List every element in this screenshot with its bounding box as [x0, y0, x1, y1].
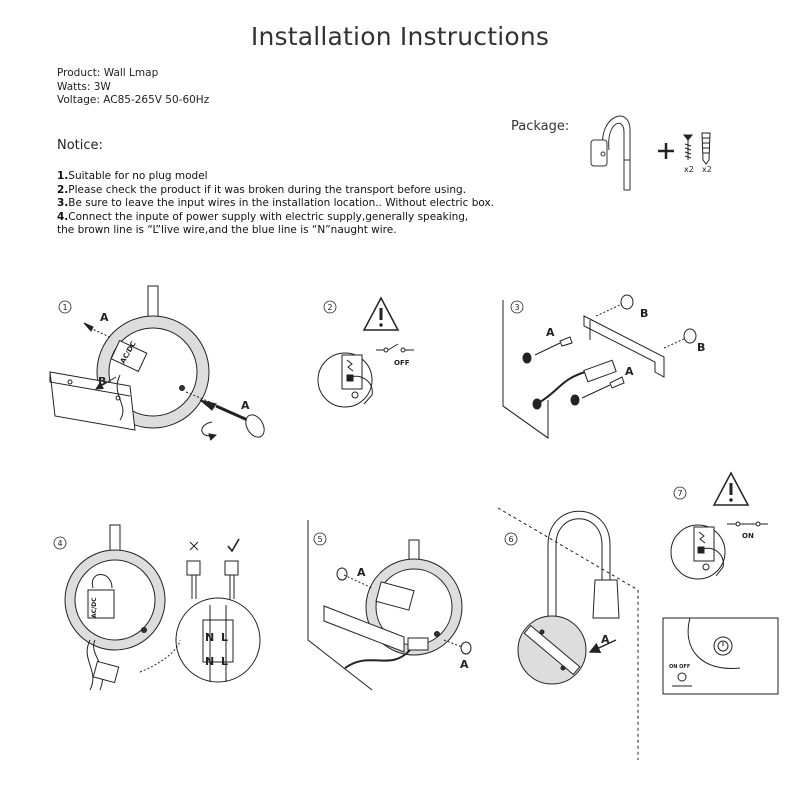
- notice-item: 3.Be sure to leave the input wires in th…: [57, 197, 495, 209]
- package-label: Package:: [511, 119, 570, 134]
- step-6-number: 6: [509, 535, 514, 544]
- page-title: Installation Instructions: [250, 22, 550, 51]
- step-6-label-a: A: [601, 633, 610, 646]
- wall-plug-icon: [701, 132, 711, 165]
- notice-item: 2.Please check the product if it was bro…: [57, 183, 467, 196]
- step-4-number: 4: [58, 539, 63, 548]
- screw-qty: x2: [684, 165, 694, 174]
- step-5-label-a2: A: [460, 658, 469, 671]
- step-3-diagram: 3 A B B A: [502, 294, 705, 439]
- step-4-label-n2: N: [205, 655, 214, 668]
- step-3-label-b2: B: [697, 341, 705, 354]
- step-7-on-label: ON: [742, 532, 754, 540]
- step-1-diagram: 1 AC/DC A B A: [49, 285, 265, 441]
- spec-voltage: Voltage: AC85-265V 50-60Hz: [57, 94, 210, 106]
- notice-item: the brown line is “L”live wire,and the b…: [57, 224, 397, 236]
- step-1-label-b: B: [98, 375, 106, 388]
- wrong-mark-icon: [189, 541, 199, 551]
- plug-qty: x2: [702, 165, 712, 174]
- step-7-on-off-label: ON OFF: [669, 664, 690, 670]
- step-5-label-a1: A: [357, 566, 366, 579]
- spec-product: Product: Wall Lmap: [57, 67, 159, 79]
- spec-watts: Watts: 3W: [57, 80, 111, 93]
- product-specs: Product: Wall Lmap Watts: 3W Voltage: AC…: [57, 67, 209, 108]
- step-1-label-a1: A: [100, 311, 109, 324]
- step-3-number: 3: [515, 303, 520, 312]
- step-2-off-label: OFF: [394, 359, 410, 367]
- step-3-label-b1: B: [640, 307, 648, 320]
- screw-icon: [682, 134, 694, 160]
- step-7-diagram: 7 ON ON OFF: [662, 471, 779, 695]
- check-mark-icon: [227, 538, 240, 553]
- warning-icon: [712, 471, 750, 506]
- package-lamp-icon: [590, 115, 631, 191]
- step-6-diagram: 6 A: [497, 507, 639, 760]
- step-5-diagram: 5 A A: [307, 520, 472, 691]
- notice-item: 1.Suitable for no plug model: [57, 170, 208, 182]
- step-4-acdc-label: AC/DC: [91, 597, 98, 618]
- notice-item: 4.Connect the inpute of power supply wit…: [57, 210, 469, 223]
- step-5-number: 5: [318, 535, 323, 544]
- notice-heading: Notice:: [57, 138, 103, 153]
- step-4-label-n1: N: [205, 631, 214, 644]
- step-1-label-a2: A: [241, 399, 250, 412]
- step-3-label-a2: A: [625, 365, 634, 378]
- step-4-diagram: 4 AC/DC: [53, 524, 261, 691]
- warning-icon: [362, 296, 400, 331]
- step-2-number: 2: [328, 303, 333, 312]
- step-3-label-a1: A: [546, 326, 555, 339]
- step-4-label-l1: L: [221, 631, 228, 644]
- notice-list: 1.Suitable for no plug model 2.Please ch…: [57, 170, 494, 238]
- plus-icon: [658, 143, 674, 159]
- step-1-number: 1: [63, 303, 68, 312]
- step-7-number: 7: [678, 489, 683, 498]
- step-4-label-l2: L: [221, 655, 228, 668]
- step-2-diagram: 2 OFF: [317, 296, 414, 408]
